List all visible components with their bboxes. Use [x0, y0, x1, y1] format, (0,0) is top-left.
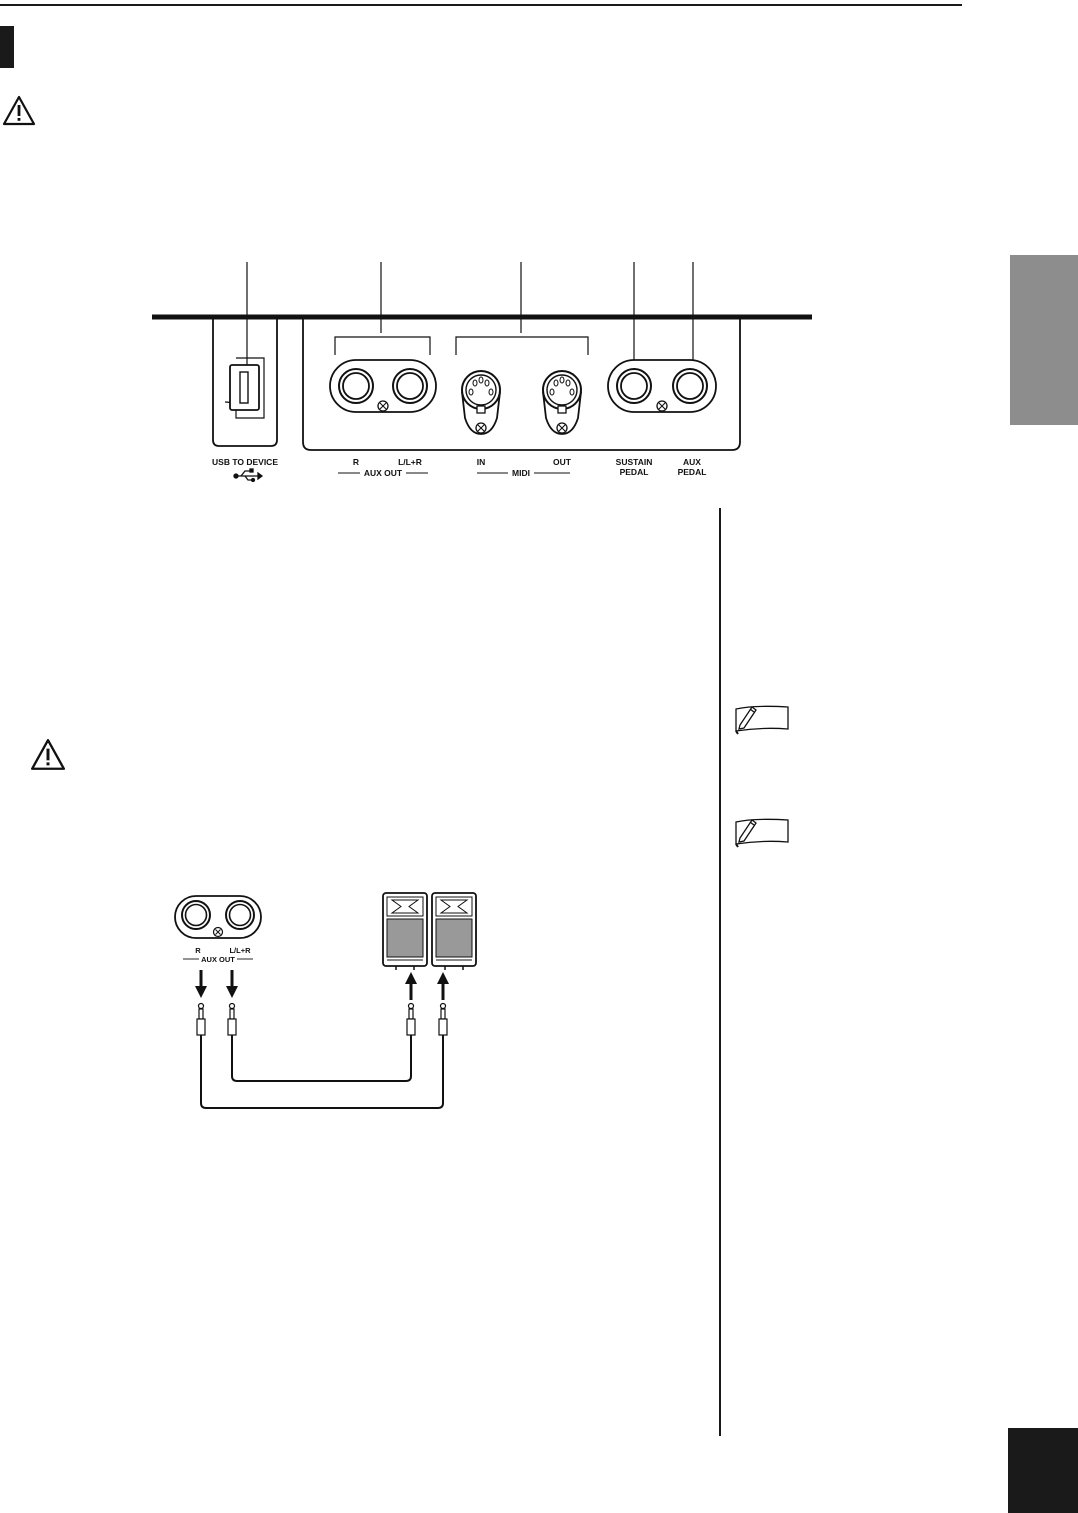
midi-out-port: [542, 370, 582, 435]
top-rule: [0, 4, 962, 6]
phone-plug-icon: [438, 1002, 448, 1036]
aux-out-r-label: R: [195, 946, 201, 955]
aux-out-group-label: AUX OUT: [201, 955, 235, 964]
connection-diagram: R L/L+R AUX OUT: [174, 892, 477, 1109]
pedal-jacks: [607, 359, 717, 413]
section-marker: [0, 26, 14, 68]
aux-out-jacks: [174, 895, 262, 939]
midi-out-label: OUT: [553, 457, 572, 467]
aux-out-group-label: AUX OUT: [364, 468, 403, 478]
usb-port: [229, 364, 260, 411]
aux-out-jacks: [329, 359, 437, 413]
usb-label: USB TO DEVICE: [212, 457, 278, 467]
phone-plug-icon: [406, 1002, 416, 1036]
margin-rule: [719, 508, 721, 1436]
aux-out-lr-label: L/L+R: [398, 457, 422, 467]
phone-plug-icon: [227, 1002, 237, 1036]
arrow-icon: [437, 972, 449, 1000]
warning-icon: [2, 95, 36, 126]
arrow-icon: [195, 970, 207, 998]
midi-in-label: IN: [477, 457, 486, 467]
speaker-icon: [382, 892, 428, 970]
jack-recess: [302, 317, 741, 451]
arrow-icon: [226, 970, 238, 998]
side-tab: [1010, 255, 1078, 425]
note-icon: [735, 705, 789, 735]
sustain-label-line1: SUSTAIN: [616, 457, 653, 467]
callout-lines: [246, 262, 694, 366]
aux-pedal-label-line1: AUX: [683, 457, 701, 467]
usb-recess: [212, 317, 278, 447]
sustain-label-line2: PEDAL: [620, 467, 649, 477]
note-icon: [735, 818, 789, 848]
rear-panel-diagram: USB TO DEVICE R L/L+R AUX OUT IN OUT MID…: [152, 262, 812, 483]
cables: [200, 1035, 444, 1109]
page-number-box: [1008, 1428, 1078, 1513]
aux-out-lr-label: L/L+R: [229, 946, 251, 955]
midi-in-port: [461, 370, 501, 435]
usb-icon: [233, 468, 264, 483]
warning-icon: [30, 739, 66, 770]
aux-out-r-label: R: [353, 457, 359, 467]
aux-pedal-label-line2: PEDAL: [678, 467, 707, 477]
speaker-icon: [431, 892, 477, 970]
arrow-icon: [405, 972, 417, 1000]
midi-group-label: MIDI: [512, 468, 530, 478]
phone-plug-icon: [196, 1002, 206, 1036]
